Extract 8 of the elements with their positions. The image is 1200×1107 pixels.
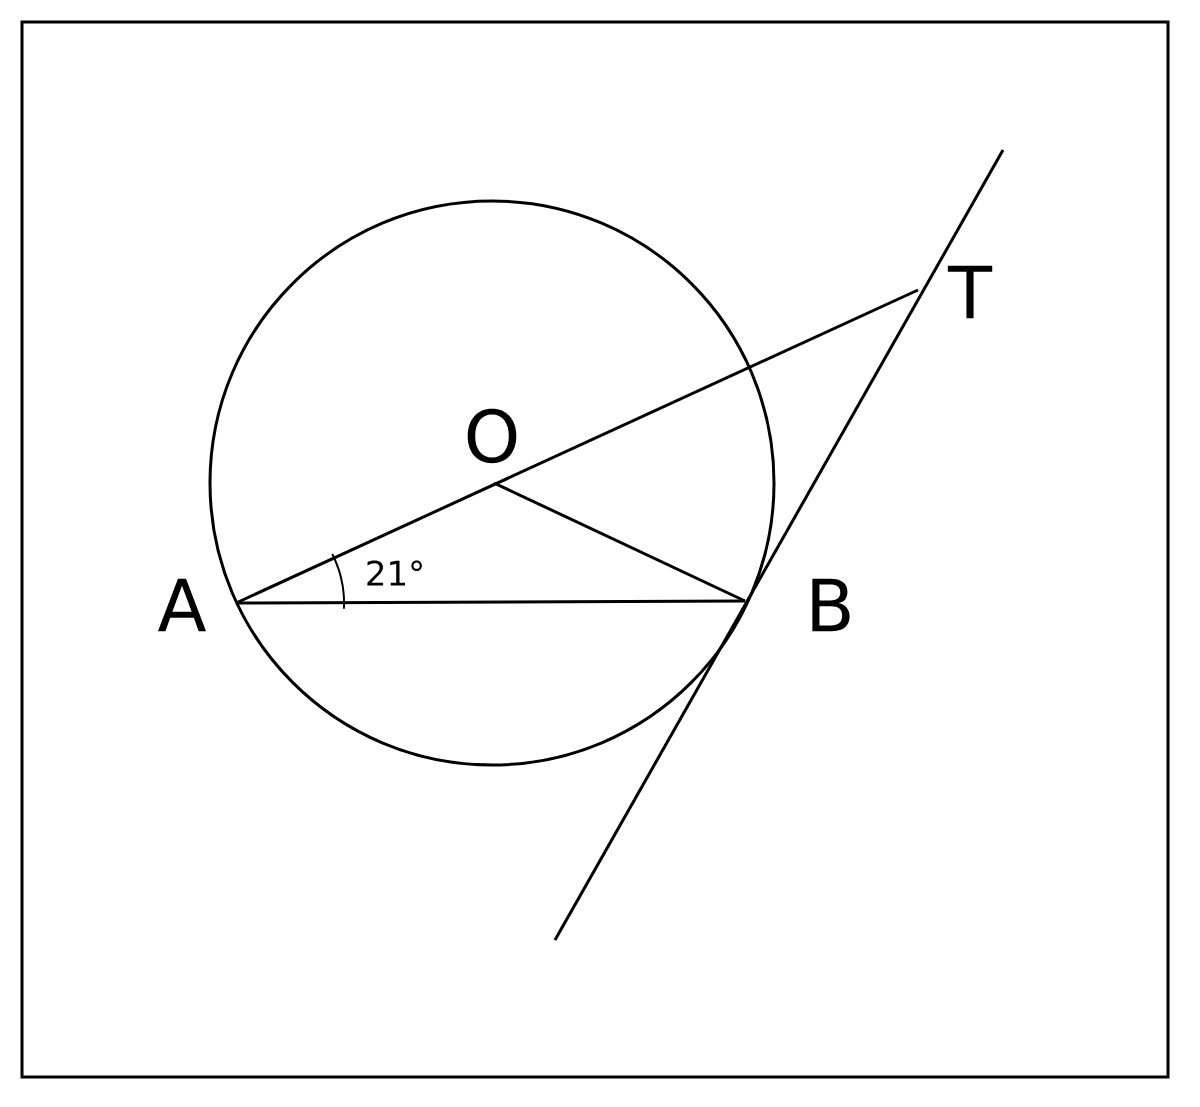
point-label: T [947,265,993,319]
point-label: O [467,408,517,464]
point-label: A [157,578,207,632]
angle-label: 21° [367,560,422,586]
point-label: B [812,578,850,632]
circle [208,199,776,767]
line-segment [236,599,745,605]
line-segment [493,481,746,603]
